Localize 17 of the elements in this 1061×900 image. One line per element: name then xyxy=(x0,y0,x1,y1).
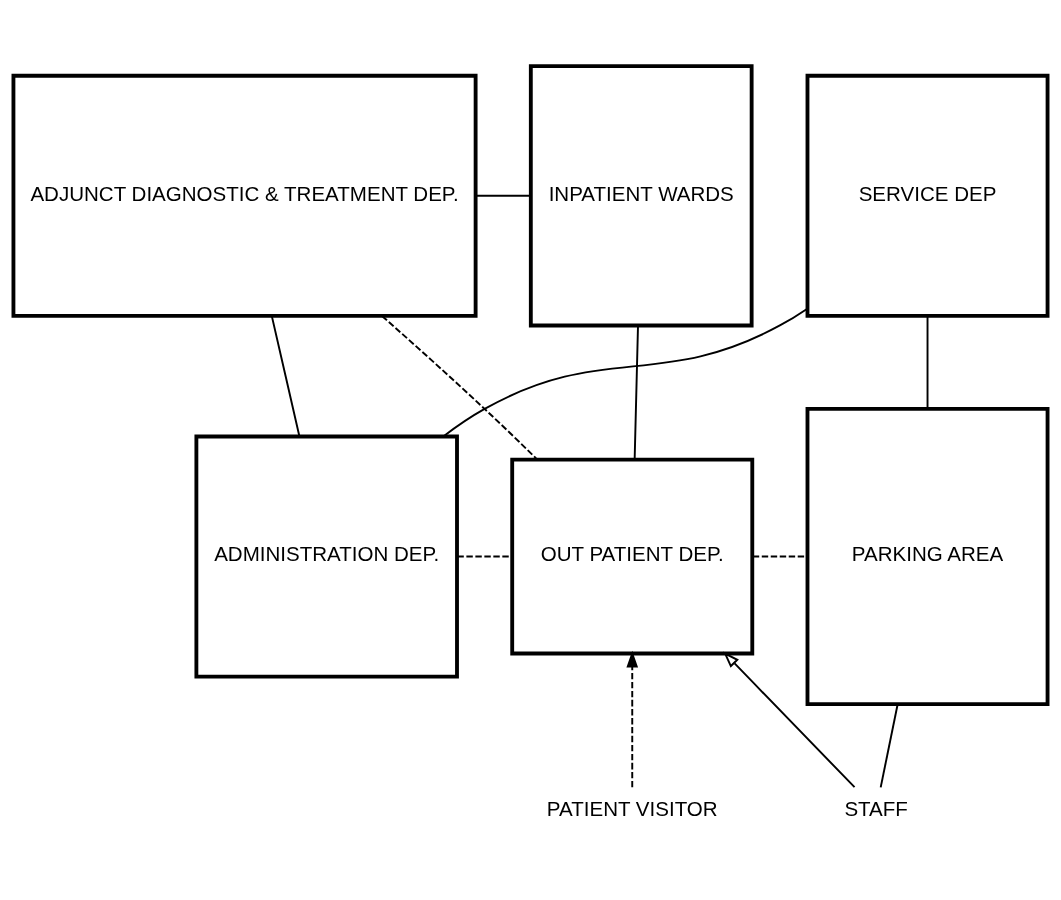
node-box: ADJUNCT DIAGNOSTIC & TREATMENT DEP. xyxy=(11,73,478,318)
connector xyxy=(442,307,809,438)
arrow xyxy=(723,651,856,789)
node-box: SERVICE DEP xyxy=(805,73,1050,318)
connector xyxy=(879,703,899,789)
connector xyxy=(474,194,532,197)
connector xyxy=(381,315,539,461)
node-box: ADMINISTRATION DEP. xyxy=(194,434,459,679)
arrow xyxy=(626,650,639,789)
node-box: INPATIENT WARDS xyxy=(528,64,754,328)
connector xyxy=(926,314,929,410)
node-box: OUT PATIENT DEP. xyxy=(510,457,755,656)
connector xyxy=(633,324,639,461)
node-box: PARKING AREA xyxy=(805,407,1050,707)
node-text: PATIENT VISITOR xyxy=(546,796,718,820)
connector xyxy=(270,314,301,438)
node-text: STAFF xyxy=(844,796,908,820)
